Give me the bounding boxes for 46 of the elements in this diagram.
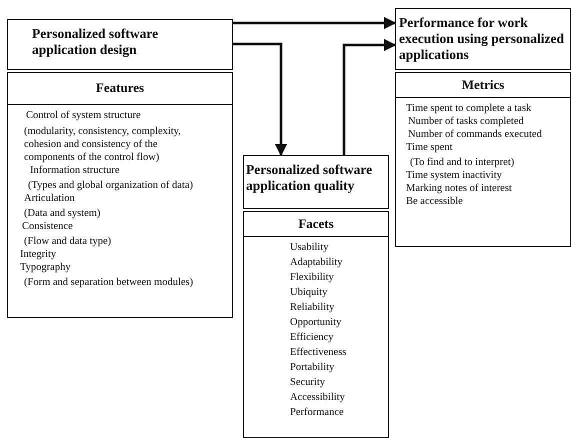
list-item: (To find and to interpret): [410, 156, 516, 169]
arrow: [342, 38, 396, 155]
list-item: Typography: [20, 261, 72, 274]
list-item: Effectiveness: [290, 346, 348, 360]
section-heading: Features: [8, 73, 232, 105]
list-item: Be accessible: [406, 195, 464, 208]
list-item: (Data and system): [24, 207, 102, 220]
list-item: Marking notes of interest: [406, 182, 513, 195]
list-item: Consistence: [22, 220, 74, 233]
list-item: Portability: [290, 361, 336, 375]
list-item: (Form and separation between modules): [24, 276, 194, 289]
box-title: Personalized software application quality: [245, 161, 374, 194]
list-item: Number of commands executed: [408, 128, 543, 141]
list-item: Adaptability: [290, 256, 344, 270]
heading-box: [243, 155, 389, 209]
list-box: [243, 211, 389, 438]
box-title: Performance for work execution using personalized applications: [398, 14, 566, 63]
list-item: Control of system structure: [26, 109, 142, 122]
list-item: (modularity, consistency, complexity, cohesion and consistency of the components of the control flow): [24, 125, 182, 164]
list-item: Number of tasks completed: [408, 115, 525, 128]
list-item: Integrity: [20, 248, 58, 261]
list-item: Usability: [290, 241, 330, 255]
list-item: Flexibility: [290, 271, 335, 285]
arrow: [233, 42, 288, 156]
heading-box: [395, 8, 571, 70]
list-item: (Types and global organization of data): [28, 179, 194, 192]
list-item: Reliability: [290, 301, 336, 315]
list-item: Time spent to complete a task: [406, 102, 532, 115]
heading-box: [7, 19, 233, 70]
arrow: [233, 16, 396, 30]
list-item: Efficiency: [290, 331, 335, 345]
list-item: Time system inactivity: [406, 169, 503, 182]
section-heading: Metrics: [396, 73, 570, 98]
section-heading: Facets: [244, 212, 388, 237]
list-item: Time spent: [406, 141, 454, 154]
list-box: [395, 72, 571, 247]
list-box: [7, 72, 233, 318]
list-item: Performance: [290, 406, 345, 420]
list-item: Information structure: [30, 164, 121, 177]
list-item: Accessibility: [290, 391, 346, 405]
box-title: Personalized software application design: [31, 25, 160, 58]
list-item: Articulation: [24, 192, 76, 205]
list-item: Security: [290, 376, 326, 390]
list-item: Ubiquity: [290, 286, 328, 300]
list-item: Opportunity: [290, 316, 342, 330]
list-item: (Flow and data type): [24, 235, 112, 248]
